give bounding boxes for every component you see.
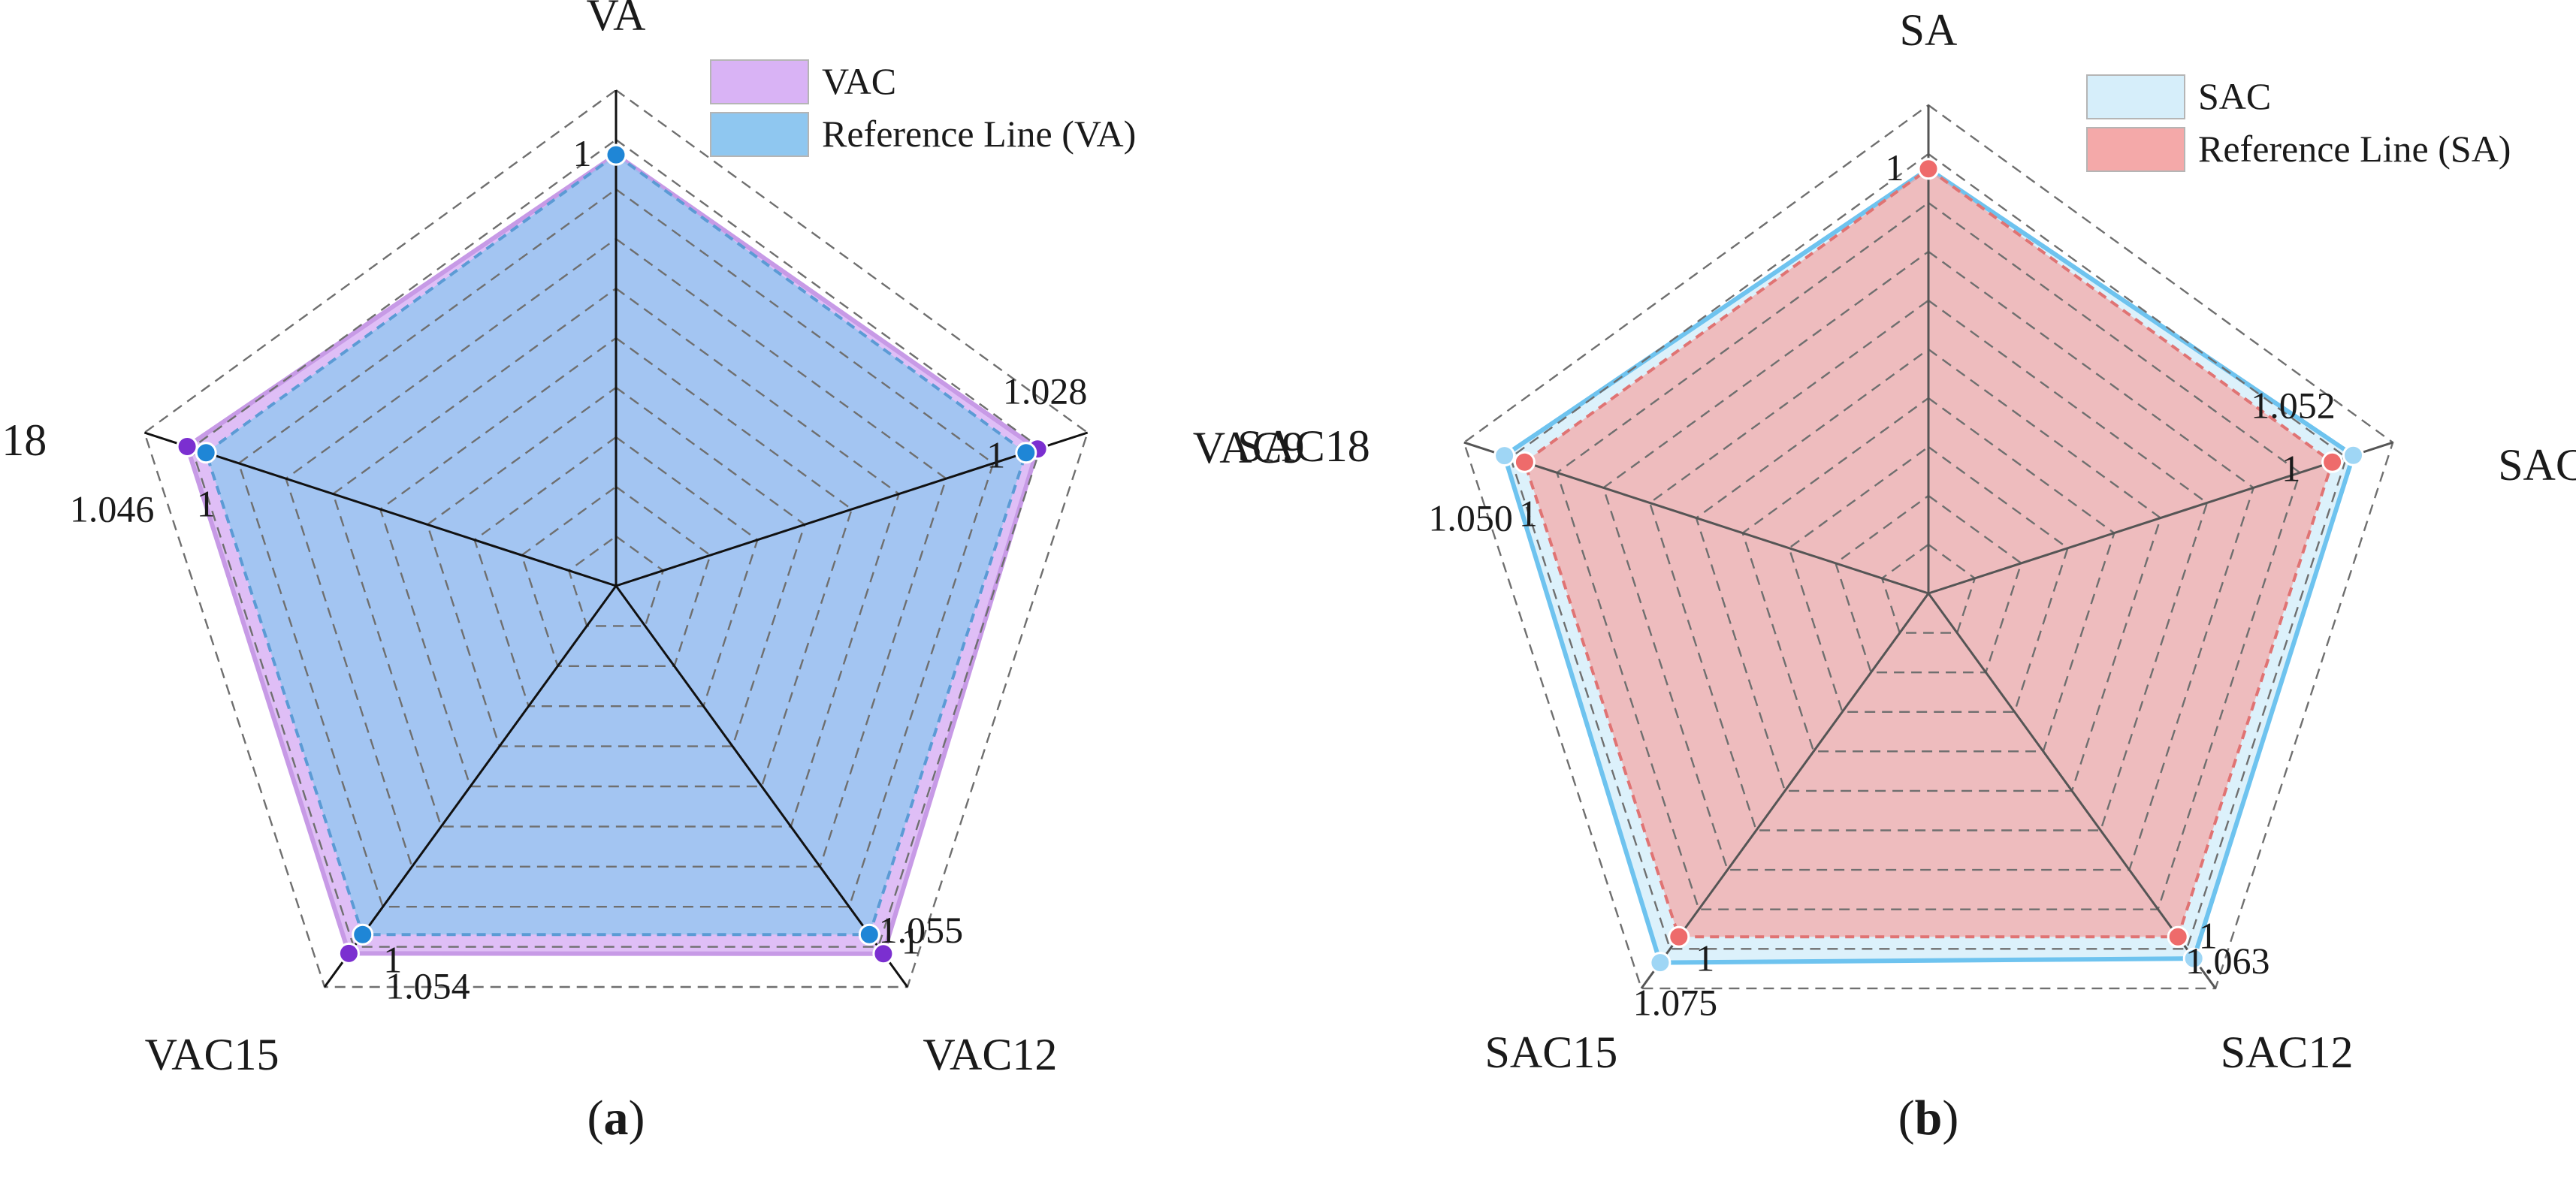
value-label: 1.052 (2251, 384, 2336, 426)
axis-title: SAC18 (1237, 421, 1370, 471)
data-point (352, 923, 374, 946)
axis-title: SA (1900, 5, 1958, 55)
data-point (1668, 925, 1690, 948)
value-label: 1 (383, 938, 402, 980)
legend: SAC Reference Line (SA) (2086, 74, 2511, 172)
radar-panel-a: VAVAC9VAC12VAC15VAC181.028111.05511.0541… (0, 0, 1305, 1145)
value-label: 1 (573, 132, 592, 174)
grid-ring (237, 188, 995, 908)
data-point (872, 943, 895, 965)
value-label: 1.055 (879, 909, 964, 951)
axis-spoke (1928, 441, 2393, 595)
value-label: 1.063 (2185, 940, 2270, 982)
data-point (195, 442, 217, 464)
data-point (858, 923, 880, 946)
axis-spoke (1463, 441, 1929, 595)
grid-ring (1648, 299, 2209, 831)
data-point (1015, 442, 1037, 464)
grid-ring (1741, 397, 2115, 753)
grid-ring (1834, 494, 2023, 674)
data-point (1649, 952, 1672, 974)
grid-ring (1509, 152, 2348, 950)
axis-spoke (143, 431, 617, 587)
value-label: 1.050 (1428, 497, 1513, 539)
grid-ring (190, 138, 1042, 948)
grid-ring (1695, 348, 2162, 792)
data-point (337, 942, 360, 964)
panel-label: (a) (587, 1091, 645, 1145)
axis-title: VAC9 (1193, 423, 1305, 472)
axis-spoke (1640, 593, 1930, 989)
legend-label: VAC (822, 60, 896, 102)
grid-ring (473, 436, 759, 708)
axis-title: SAC12 (2221, 1028, 2354, 1077)
axis-spoke (323, 585, 618, 988)
legend-swatch (2086, 74, 2185, 119)
data-point (1917, 158, 1940, 180)
value-label: 1.046 (70, 488, 155, 530)
grid-ring (1463, 104, 2394, 990)
value-label: 1 (1886, 146, 1904, 189)
grid-ring (1788, 445, 2069, 713)
data-point (2321, 451, 2344, 473)
grid-ring (143, 89, 1089, 988)
value-label: 1 (197, 483, 216, 525)
grid-ring (1556, 201, 2301, 910)
value-label: 1.075 (1633, 982, 1718, 1024)
value-label: 1 (986, 434, 1005, 476)
grid-ring (379, 336, 853, 788)
legend-label: Reference Line (VA) (822, 113, 1136, 155)
data-point (2167, 925, 2189, 948)
legend-swatch (2086, 127, 2185, 172)
value-label: 1 (1696, 937, 1714, 979)
data-point (176, 436, 198, 457)
value-label: 1.028 (1003, 370, 1088, 412)
data-point (2342, 444, 2364, 466)
data-point (2182, 947, 2205, 970)
axis-title: VAC12 (923, 1030, 1057, 1079)
grid-ring (567, 535, 665, 627)
legend-label: SAC (2198, 75, 2271, 117)
axis-title: VAC15 (145, 1030, 279, 1079)
grid-ring (285, 237, 947, 868)
value-label: 1 (2199, 914, 2218, 956)
grid-ring (1602, 250, 2255, 871)
data-point (605, 143, 627, 166)
value-label: 1 (2282, 447, 2300, 489)
axis-title: SAC15 (1485, 1028, 1618, 1077)
value-label: 1.054 (385, 964, 470, 1006)
value-label: 1 (1519, 492, 1538, 534)
value-label: 1 (901, 919, 920, 961)
legend: VAC Reference Line (VA) (710, 59, 1136, 157)
panel-label: (b) (1898, 1091, 1959, 1145)
axis-spoke (615, 585, 909, 988)
axis-spoke (615, 431, 1089, 587)
legend-swatch (710, 112, 809, 157)
legend-swatch (710, 59, 809, 104)
legend-label: Reference Line (SA) (2198, 128, 2511, 170)
data-point (1493, 445, 1516, 467)
axis-title: VA (587, 0, 646, 40)
grid-ring (426, 386, 806, 747)
grid-ring (1880, 543, 1977, 634)
grid-ring (521, 485, 711, 667)
data-point (1513, 451, 1536, 473)
grid-ring (331, 287, 901, 828)
axis-title: VAC18 (0, 415, 47, 465)
axis-spoke (1927, 593, 2217, 989)
axis-title: SAC9 (2498, 440, 2576, 490)
radar-panel-b: SASAC9SAC12SAC15SAC181.052111.06311.0751… (1237, 5, 2576, 1145)
